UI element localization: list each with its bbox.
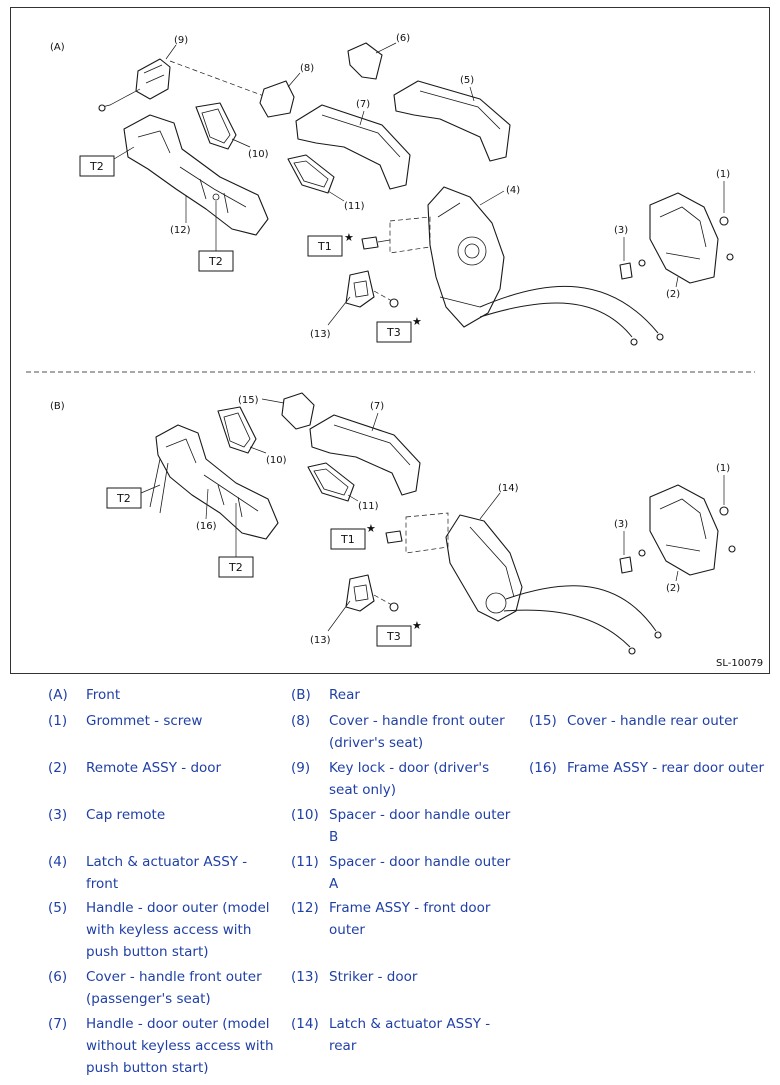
callout-b-3: (3) — [614, 519, 628, 530]
torque-label-a-t1: T1 — [317, 240, 332, 253]
callout-b-15: (15) — [238, 395, 259, 406]
star-mark-a-t3: ★ — [412, 315, 422, 328]
striker-rear-part — [345, 574, 399, 612]
callout-b-10: (10) — [266, 455, 287, 466]
torque-label-b-t3: T3 — [386, 630, 401, 643]
handle-rear-part — [309, 414, 421, 496]
star-mark-a-t1: ★ — [344, 231, 354, 244]
torque-label-b-t2-upper: T2 — [116, 492, 131, 505]
cover-front-passenger-part — [347, 42, 383, 80]
cover-rear-part — [281, 392, 315, 430]
legend-item-16: (16) Frame ASSY - rear door outer — [529, 760, 764, 776]
torque-box-a-t2-upper — [79, 155, 115, 177]
frame-front-part — [123, 114, 269, 236]
callout-a-13: (13) — [310, 329, 331, 340]
callout-a-10: (10) — [248, 149, 269, 160]
callout-b-1: (1) — [716, 463, 730, 474]
legend-item-9: (9) Key lock - door (driver's seat only) — [291, 760, 490, 798]
callout-a-9: (9) — [174, 35, 188, 46]
legend-item-2: (2) Remote ASSY - door — [48, 760, 222, 776]
torque-label-a-t3: T3 — [386, 326, 401, 339]
legend-item-11: (11) Spacer - door handle outer A — [291, 854, 511, 892]
legend-item-12: (12) Frame ASSY - front door outer — [291, 900, 491, 938]
callout-b-7: (7) — [370, 401, 384, 412]
remote-front-part — [619, 192, 734, 284]
spacer-b-rear-part — [217, 406, 257, 454]
torque-label-b-t2-lower: T2 — [228, 561, 243, 574]
legend-item-6: (6) Cover - handle front outer (passenge… — [48, 969, 262, 1007]
diagram-canvas: (A) — [10, 7, 770, 674]
callout-b-16: (16) — [196, 521, 217, 532]
callout-b-11: (11) — [358, 501, 379, 512]
screw-t1-rear-part — [385, 530, 403, 544]
star-mark-b-t1: ★ — [366, 522, 376, 535]
torque-box-a-t3 — [376, 321, 412, 343]
torque-label-b-t1: T1 — [340, 533, 355, 546]
callout-b-2: (2) — [666, 583, 680, 594]
frame-rear-part — [149, 424, 279, 540]
callout-b-14: (14) — [498, 483, 519, 494]
spacer-a-part — [287, 154, 335, 194]
latch-rear-part — [445, 514, 662, 655]
legend-item-a: (A) Front — [48, 687, 121, 703]
torque-box-a-t1 — [307, 235, 343, 257]
torque-label-a-t2-lower: T2 — [208, 255, 223, 268]
legend-item-13: (13) Striker - door — [291, 969, 418, 985]
callout-b-13: (13) — [310, 635, 331, 646]
legend-item-8: (8) Cover - handle front outer (driver's… — [291, 713, 505, 751]
torque-box-b-t1 — [330, 528, 366, 550]
panel-label-b: (B) — [50, 401, 65, 412]
legend-item-15: (15) Cover - handle rear outer — [529, 713, 738, 729]
callout-a-8: (8) — [300, 63, 314, 74]
legend-item-14: (14) Latch & actuator ASSY - rear — [291, 1016, 491, 1054]
handle-keyless-part — [393, 80, 511, 162]
spacer-a-rear-part — [307, 462, 355, 502]
callout-a-7: (7) — [356, 99, 370, 110]
legend-item-b: (B) Rear — [291, 687, 360, 703]
callout-a-3: (3) — [614, 225, 628, 236]
callout-a-11: (11) — [344, 201, 365, 212]
torque-label-a-t2-upper: T2 — [89, 160, 104, 173]
callout-a-12: (12) — [170, 225, 191, 236]
exploded-diagram: (A) — [10, 7, 770, 674]
screw-t1-part — [361, 236, 379, 250]
torque-box-b-t3 — [376, 625, 412, 647]
callout-a-1: (1) — [716, 169, 730, 180]
figure-code: SL-10079 — [716, 658, 763, 669]
panel-label-a: (A) — [50, 42, 65, 53]
callout-a-5: (5) — [460, 75, 474, 86]
cover-front-driver-part — [259, 80, 295, 118]
striker-front-part — [345, 270, 399, 308]
legend-item-4: (4) Latch & actuator ASSY - front — [48, 854, 248, 892]
callout-a-6: (6) — [396, 33, 410, 44]
legend-item-5: (5) Handle - door outer (model with keyl… — [48, 900, 270, 960]
callout-a-2: (2) — [666, 289, 680, 300]
legend-item-7: (7) Handle - door outer (model without k… — [48, 1016, 274, 1076]
remote-rear-part — [619, 484, 736, 576]
legend-item-3: (3) Cap remote — [48, 807, 166, 823]
latch-front-part — [427, 186, 664, 346]
torque-box-b-t2-upper — [106, 487, 142, 509]
legend-item-1: (1) Grommet - screw — [48, 713, 203, 729]
callout-a-4: (4) — [506, 185, 520, 196]
legend-item-10: (10) Spacer - door handle outer B — [291, 807, 511, 845]
spacer-b-part — [195, 102, 237, 150]
star-mark-b-t3: ★ — [412, 619, 422, 632]
